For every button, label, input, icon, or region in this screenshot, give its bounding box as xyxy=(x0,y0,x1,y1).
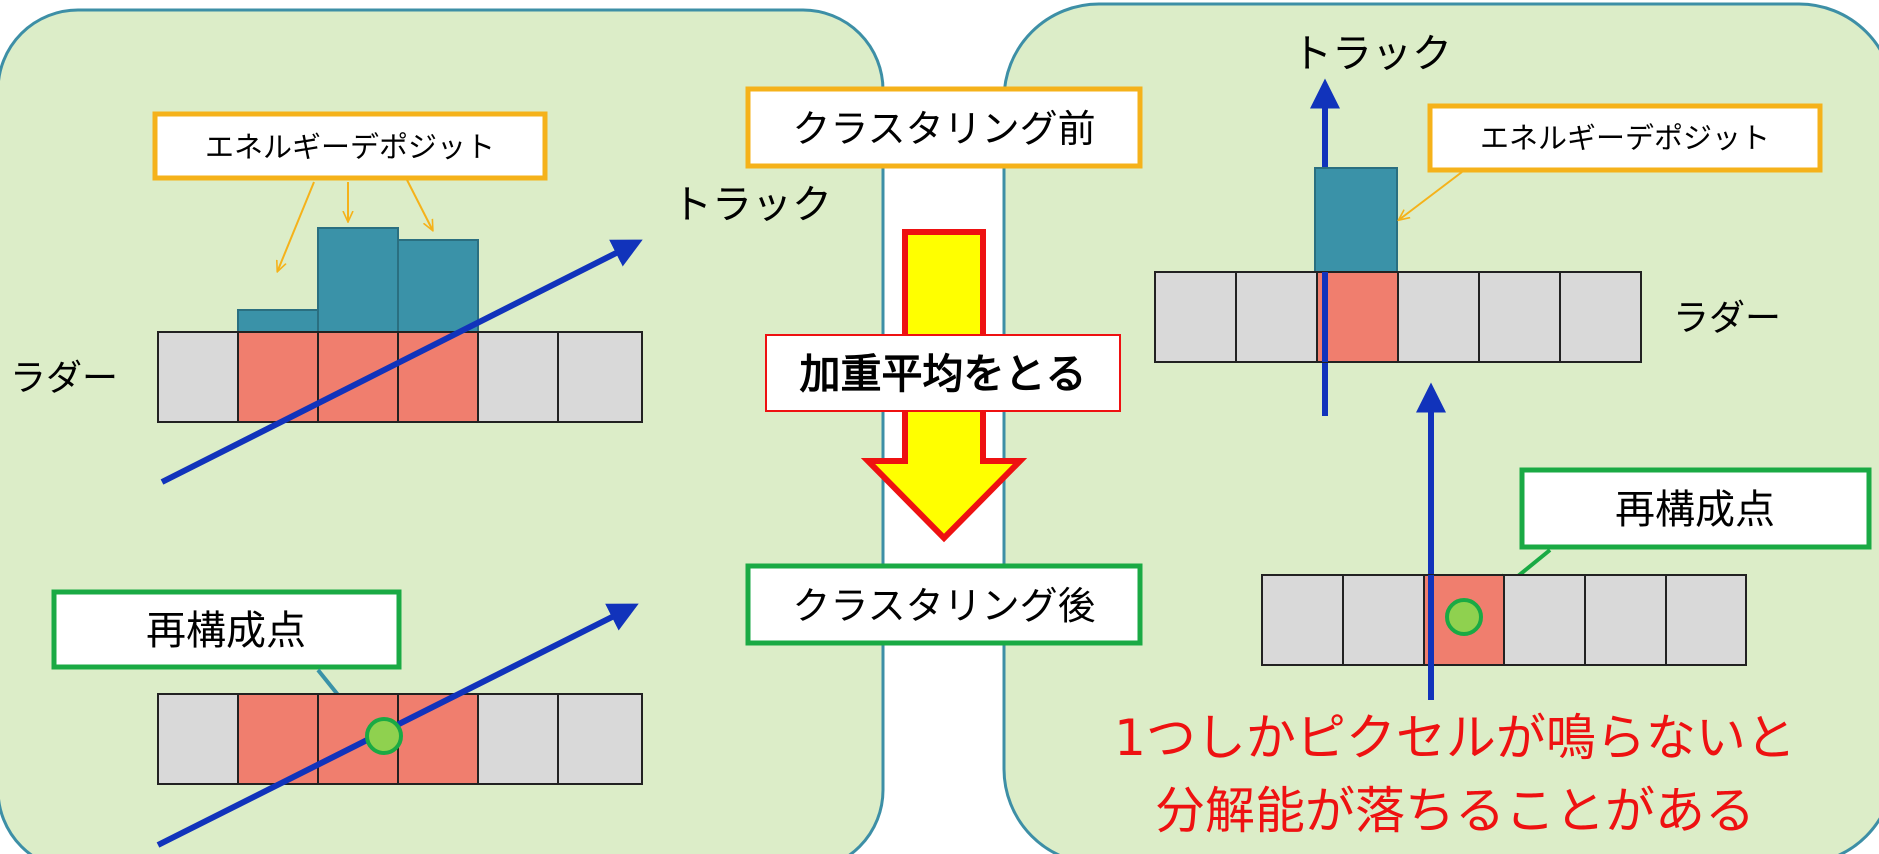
right-deposit-pointer xyxy=(1400,171,1463,219)
left-energy-deposit-label: エネルギーデポジット xyxy=(205,130,495,164)
right-lower-ladder xyxy=(1261,574,1747,666)
before-clustering-label: クラスタリング前 xyxy=(792,107,1095,151)
left-upper-ladder xyxy=(157,331,643,423)
center-flow: クラスタリング前 加重平均をとる クラスタリング後 xyxy=(745,86,1143,646)
pixel xyxy=(477,331,559,423)
right-track-label: トラック xyxy=(1292,31,1452,77)
right-energy-deposit-box xyxy=(1427,103,1823,173)
left-energy-deposit-box xyxy=(152,111,548,181)
pixel xyxy=(1559,271,1642,363)
before-clustering-box xyxy=(745,86,1143,169)
left-track-label: トラック xyxy=(672,182,832,228)
right-energy-deposit-label: エネルギーデポジット xyxy=(1480,121,1770,155)
warning-text-line2: 分解能が落ちることがある xyxy=(1155,782,1755,840)
after-clustering-box xyxy=(745,563,1143,646)
right-ladder-label: ラダー xyxy=(1673,298,1781,339)
deposit-bar-small xyxy=(237,309,319,333)
pixel xyxy=(477,693,559,785)
left-reco-point-label: 再構成点 xyxy=(146,608,306,654)
pixel xyxy=(1503,574,1586,666)
pixel xyxy=(1478,271,1561,363)
warning-text-line1: 1つしかピクセルが鳴らないと xyxy=(1114,709,1796,767)
pixel xyxy=(1342,574,1425,666)
deposit-pointer-1 xyxy=(278,181,315,270)
right-upper-ladder xyxy=(1154,271,1642,363)
pixel xyxy=(557,693,643,785)
left-upper-track-arrow xyxy=(160,239,643,485)
weighted-average-box xyxy=(765,334,1121,412)
pixel xyxy=(1235,271,1318,363)
pixel xyxy=(1665,574,1747,666)
pixel xyxy=(157,331,239,423)
pixel xyxy=(1397,271,1480,363)
right-panel: トラック エネルギーデポジット ラダー 再構成点 xyxy=(1002,2,1879,854)
pixel xyxy=(1584,574,1667,666)
right-reco-point-box xyxy=(1519,467,1872,550)
left-reco-point-icon xyxy=(365,717,403,755)
right-reco-point-label: 再構成点 xyxy=(1615,487,1775,533)
pixel-hit xyxy=(397,693,479,785)
left-reco-point-box xyxy=(51,589,402,670)
right-deposit-bar xyxy=(1314,167,1398,273)
weighted-average-label: 加重平均をとる xyxy=(800,350,1087,398)
pixel xyxy=(157,693,239,785)
after-clustering-label: クラスタリング後 xyxy=(792,584,1095,628)
right-reco-point-icon xyxy=(1445,598,1483,636)
deposit-bar-medium xyxy=(397,239,479,333)
pixel xyxy=(1154,271,1237,363)
left-panel: エネルギーデポジット ラダー トラック 再構成点 xyxy=(0,8,885,854)
pixel-hit xyxy=(1316,271,1399,363)
pixel xyxy=(1261,574,1344,666)
left-ladder-label: ラダー xyxy=(10,358,118,399)
pixel xyxy=(557,331,643,423)
deposit-pointer-3 xyxy=(404,175,432,229)
pixel-hit xyxy=(317,331,399,423)
deposit-bar-tall xyxy=(317,227,399,333)
